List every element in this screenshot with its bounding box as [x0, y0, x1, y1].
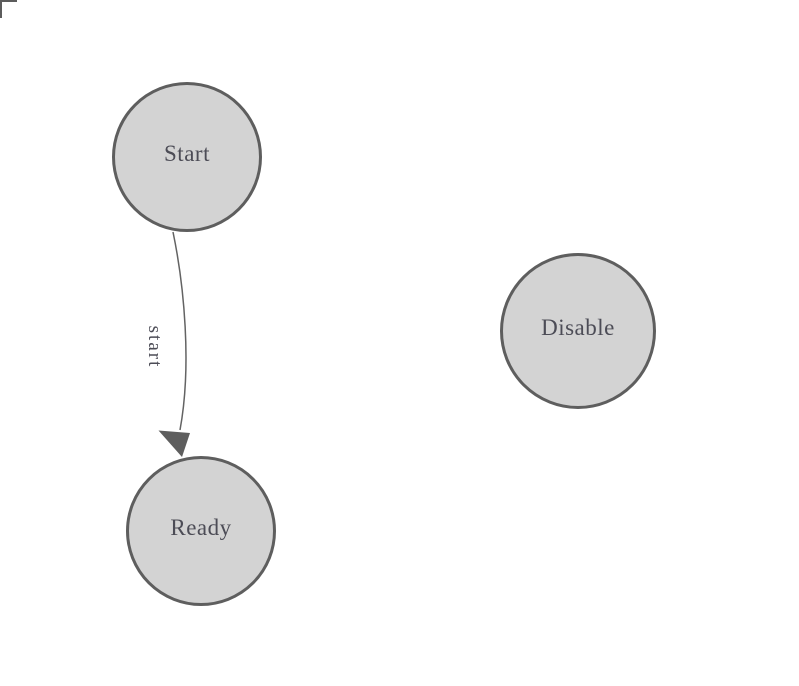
state-node-ready[interactable]: Ready [126, 456, 276, 606]
arrowhead-icon [158, 430, 190, 457]
state-node-disable-label: Disable [541, 315, 615, 340]
transition-label-start[interactable]: start [144, 325, 165, 369]
state-node-ready-label: Ready [170, 515, 232, 540]
state-node-start-label: Start [164, 141, 210, 166]
canvas-corner-mark-icon [0, 0, 17, 18]
transition-edge-start-to-ready[interactable] [172, 231, 187, 431]
state-node-start[interactable]: Start [112, 82, 262, 232]
state-node-disable[interactable]: Disable [500, 253, 656, 409]
